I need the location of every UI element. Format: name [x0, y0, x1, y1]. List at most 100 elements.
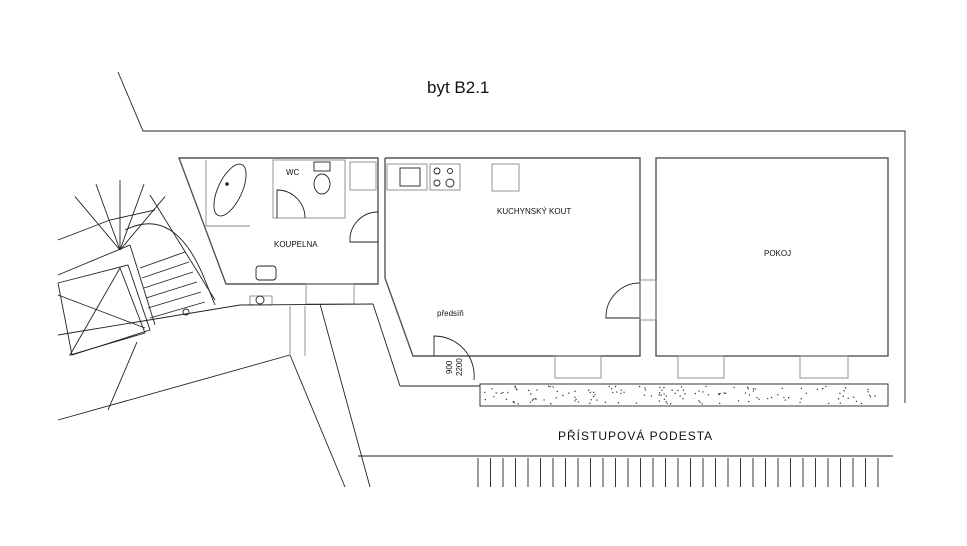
hatch-dot: [821, 387, 824, 390]
hatch-dot: [513, 401, 515, 404]
hatch-dot: [596, 399, 598, 401]
hatch-dot: [577, 401, 580, 403]
hatch-dot: [610, 388, 613, 390]
hatch-dot: [787, 397, 790, 399]
hatch-dot: [530, 393, 532, 395]
hatch-dot: [638, 385, 641, 388]
door-width: 900: [445, 360, 454, 374]
hatch-dot: [718, 393, 721, 396]
hatch-dot: [658, 392, 661, 394]
hatch-dot: [514, 386, 517, 388]
hatch-dot: [699, 401, 701, 404]
hatch-dot: [650, 395, 653, 397]
hatch-dot: [495, 392, 497, 394]
hatch-dot: [620, 389, 623, 391]
hatch-dot: [694, 392, 697, 395]
hatch-dot: [589, 391, 591, 394]
hatch-dot: [839, 402, 841, 404]
stair-step: [141, 261, 190, 279]
hatch-dot: [536, 389, 538, 391]
hatch-dot: [660, 394, 662, 396]
hatch-dot: [867, 391, 869, 393]
hatch-dot: [842, 395, 844, 397]
hatch-dot: [532, 398, 535, 400]
hatch-dot: [748, 400, 750, 403]
hatch-dot: [705, 385, 707, 388]
hatch-dot: [707, 394, 710, 396]
hatch-dot: [724, 392, 727, 394]
hatch-dot: [663, 386, 665, 389]
hatch-dot: [682, 389, 685, 391]
hatch-dot: [623, 391, 625, 394]
hatch-dot: [805, 392, 807, 395]
hatch-dot: [549, 385, 551, 388]
hatch-dot: [617, 402, 620, 404]
hatch-dot: [869, 396, 872, 398]
hatch-dot: [665, 401, 668, 403]
hatch-dot: [575, 398, 577, 401]
hatch-dot: [843, 390, 845, 392]
hatch-dot: [505, 398, 508, 401]
hatch-dot: [684, 393, 686, 395]
hatch-dot: [502, 391, 504, 394]
hatch-dot: [747, 388, 749, 390]
stair-step: [143, 271, 194, 289]
hatch-dot: [746, 386, 749, 389]
hatch-dot: [853, 396, 855, 398]
hatch-dot: [594, 394, 596, 396]
hatch-dot: [784, 399, 786, 401]
hatch-dot: [719, 392, 721, 395]
hatch-dot: [680, 386, 683, 388]
stair-step: [139, 251, 186, 269]
hatch-dot: [723, 392, 725, 394]
stair-winder: [74, 196, 121, 251]
hatch-dot: [568, 392, 570, 394]
stair-step: [147, 291, 202, 309]
stair-steps: [74, 180, 206, 319]
hatch-dot: [658, 394, 660, 396]
corridor: [57, 303, 480, 488]
hatch-dot: [531, 399, 534, 401]
hatch-dot: [604, 401, 607, 404]
hatch-dot: [847, 397, 849, 399]
hatch-dot: [828, 402, 830, 405]
stair-winder: [119, 196, 166, 251]
hatch-dot: [752, 388, 755, 390]
room-pokoj: [639, 157, 889, 379]
hatch-dot: [663, 393, 665, 395]
hatch-dot: [800, 398, 802, 400]
hatch-dot: [614, 385, 617, 388]
room-label-bathroom: KOUPELNA: [274, 240, 318, 249]
hatch-dot: [527, 389, 530, 392]
hatch-dot: [516, 389, 518, 391]
hatch-dot: [507, 391, 509, 394]
hatch-dot: [574, 400, 576, 402]
hatch-dot: [574, 396, 576, 399]
hatch-dot: [799, 401, 801, 404]
hatch-dot: [698, 390, 700, 392]
hatch-dot: [500, 392, 502, 395]
landing-strip: [479, 383, 889, 407]
room-label-kitchen: KUCHYNSKÝ KOUT: [497, 207, 571, 216]
room-label-hall: předsíň: [437, 309, 464, 318]
hatch-dot: [867, 388, 869, 391]
hatch-dot: [733, 386, 735, 389]
hatch-dot: [562, 394, 564, 397]
hatch-dot: [679, 395, 681, 397]
hatch-dot: [484, 391, 486, 394]
hatch-dot: [550, 403, 552, 405]
hatch-dot: [783, 396, 785, 399]
hatch-dot: [839, 392, 841, 395]
hatch-dot: [644, 389, 647, 391]
hatch-dot: [555, 397, 557, 399]
hatch-dot: [612, 391, 614, 394]
hatch-dot: [592, 391, 595, 394]
hatch-dot: [702, 391, 704, 393]
room-label-pokoj: POKOJ: [764, 249, 791, 258]
hatch-dot: [587, 389, 590, 391]
hatch-dot: [844, 387, 847, 389]
hatch-dot: [666, 402, 668, 405]
hatch-dot: [552, 386, 554, 388]
hatch-dot: [663, 398, 666, 400]
